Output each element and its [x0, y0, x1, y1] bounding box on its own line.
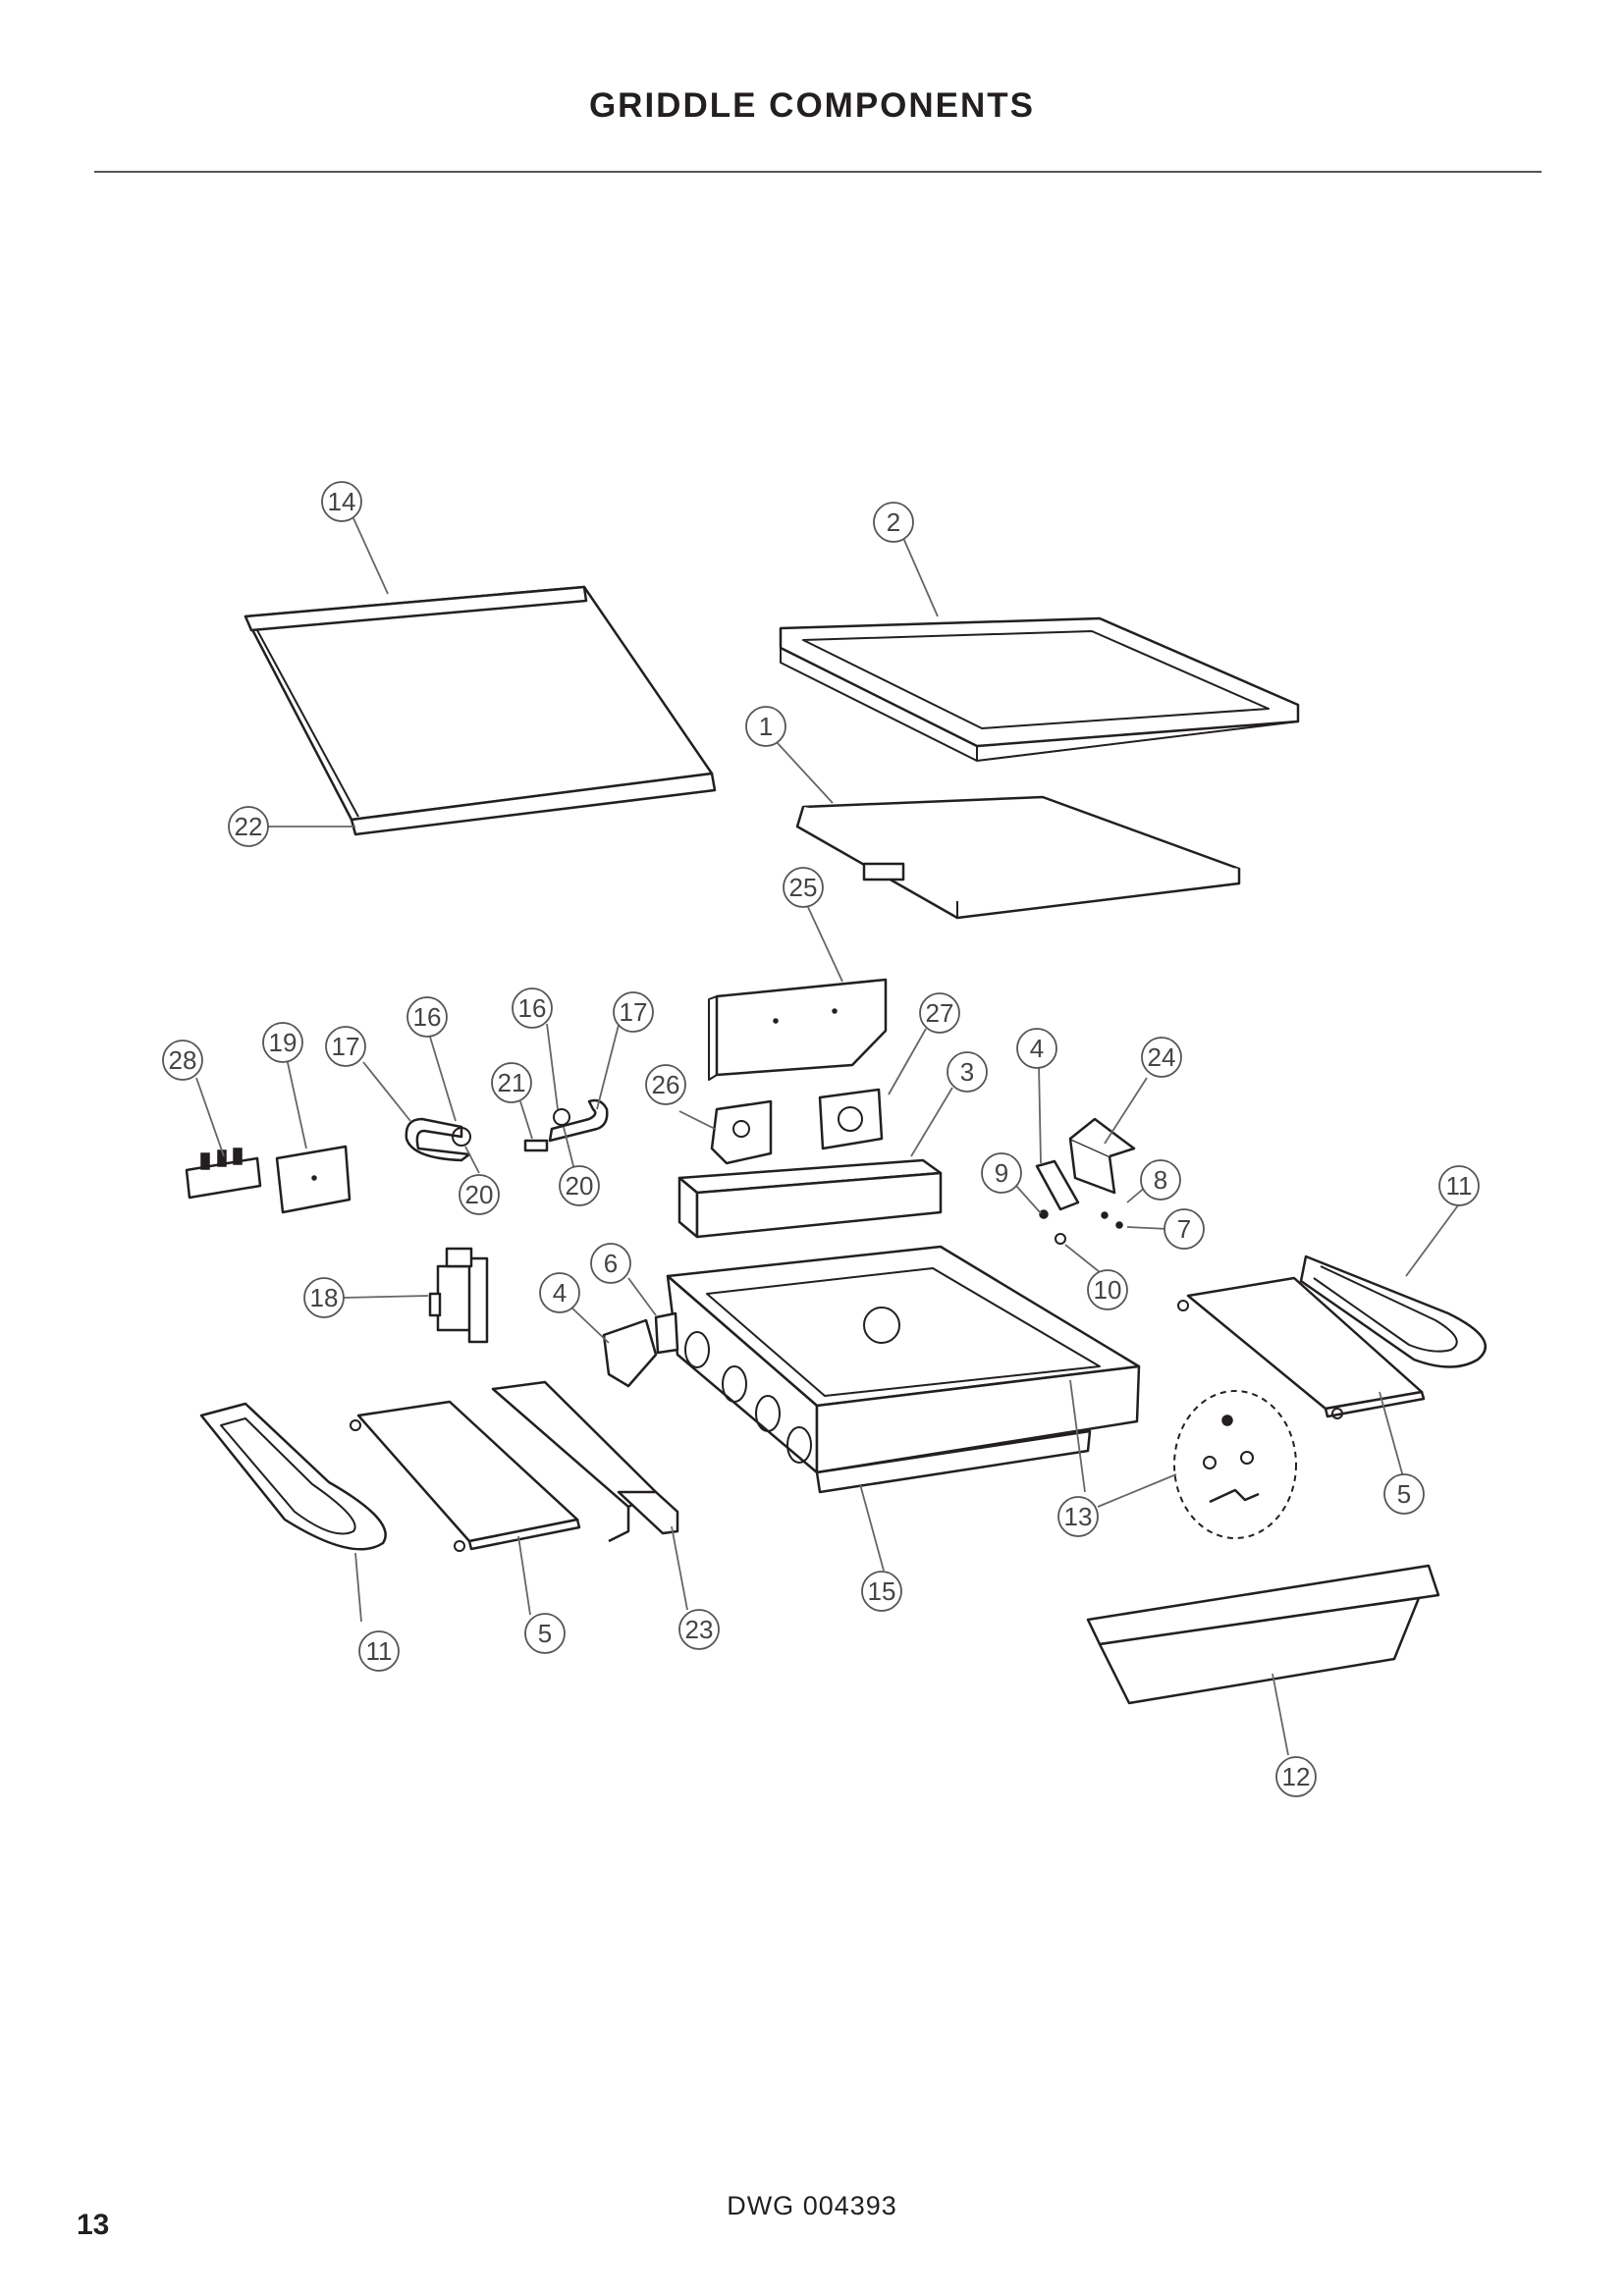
callout-11a: 11: [1438, 1165, 1480, 1206]
svg-text:19: 19: [269, 1028, 298, 1057]
burner-left-part: [199, 1402, 387, 1551]
callout-25: 25: [783, 867, 824, 908]
callout-27: 27: [919, 992, 960, 1034]
header-divider: [94, 171, 1542, 173]
heat-shield-part: [708, 978, 888, 1081]
firebox-part: [666, 1245, 1141, 1494]
svg-text:22: 22: [235, 812, 263, 841]
igniter-module-part: [1035, 1117, 1136, 1245]
callout-11b: 11: [358, 1630, 400, 1672]
svg-text:24: 24: [1148, 1042, 1176, 1072]
svg-text:16: 16: [413, 1002, 442, 1032]
svg-text:10: 10: [1094, 1275, 1122, 1305]
bracket-26-part: [710, 1099, 773, 1165]
griddle-tray-part: [795, 795, 1241, 920]
callout-20a: 20: [459, 1174, 500, 1215]
callout-26: 26: [645, 1064, 686, 1105]
svg-text:3: 3: [960, 1057, 974, 1087]
svg-text:27: 27: [926, 998, 954, 1028]
svg-text:11: 11: [1446, 1171, 1473, 1201]
callout-14: 14: [321, 481, 362, 522]
svg-text:18: 18: [310, 1283, 339, 1312]
terminal-block-part: [185, 1148, 262, 1200]
svg-text:6: 6: [604, 1249, 618, 1278]
callout-12: 12: [1275, 1756, 1317, 1797]
svg-text:28: 28: [169, 1045, 197, 1075]
svg-text:15: 15: [868, 1576, 896, 1606]
callout-3: 3: [947, 1051, 988, 1093]
burner-bracket-right-part: [1177, 1276, 1426, 1419]
fastener-detail-part: [1173, 1390, 1297, 1539]
callout-6: 6: [590, 1243, 631, 1284]
callout-1: 1: [745, 706, 786, 747]
front-channel-part: [677, 1158, 943, 1239]
svg-text:1: 1: [759, 712, 773, 741]
svg-text:14: 14: [328, 487, 356, 516]
griddle-plate-part: [244, 585, 717, 836]
mounting-plate-part: [275, 1145, 352, 1214]
svg-text:26: 26: [652, 1070, 680, 1099]
callout-19: 19: [262, 1022, 303, 1063]
svg-text:5: 5: [538, 1619, 552, 1648]
callout-5b: 5: [524, 1613, 566, 1654]
svg-text:20: 20: [566, 1171, 594, 1201]
page-title: GRIDDLE COMPONENTS: [588, 86, 1036, 125]
svg-text:4: 4: [1030, 1034, 1044, 1063]
callout-20b: 20: [559, 1165, 600, 1206]
svg-text:25: 25: [789, 873, 818, 902]
svg-text:2: 2: [887, 507, 900, 537]
callout-9: 9: [981, 1152, 1022, 1194]
callout-15: 15: [861, 1571, 902, 1612]
callout-4a: 4: [1016, 1028, 1057, 1069]
svg-text:16: 16: [518, 993, 547, 1023]
svg-text:23: 23: [685, 1615, 714, 1644]
callout-28: 28: [162, 1040, 203, 1081]
gas-tube-left-part: [405, 1117, 471, 1162]
svg-text:5: 5: [1397, 1479, 1411, 1509]
drawing-number: DWG 004393: [727, 2191, 897, 2220]
callout-13: 13: [1057, 1496, 1099, 1537]
svg-text:9: 9: [995, 1158, 1008, 1188]
callout-22: 22: [228, 806, 269, 847]
surround-frame-part: [779, 616, 1300, 762]
callout-23: 23: [678, 1609, 720, 1650]
callout-16a: 16: [406, 996, 448, 1038]
svg-text:8: 8: [1154, 1165, 1167, 1195]
bracket-27-part: [818, 1088, 884, 1150]
callout-16b: 16: [512, 988, 553, 1029]
callout-7: 7: [1164, 1208, 1205, 1250]
callout-21: 21: [491, 1062, 532, 1103]
burner-bracket-left-part: [350, 1400, 581, 1552]
burner-right-part: [1299, 1255, 1488, 1368]
svg-text:12: 12: [1282, 1762, 1311, 1791]
front-trim-part: [1086, 1564, 1440, 1705]
channel-bracket-part: [491, 1380, 679, 1543]
leader-lines: [195, 517, 1459, 1756]
callout-17b: 17: [613, 991, 654, 1033]
callout-5a: 5: [1383, 1473, 1425, 1515]
callout-18: 18: [303, 1277, 345, 1318]
callout-2: 2: [873, 502, 914, 543]
callout-8: 8: [1140, 1159, 1181, 1201]
callout-17a: 17: [325, 1026, 366, 1067]
svg-text:11: 11: [366, 1636, 393, 1666]
callout-10: 10: [1087, 1269, 1128, 1310]
valve-bracket-part: [602, 1311, 679, 1388]
svg-text:13: 13: [1064, 1502, 1093, 1531]
svg-text:20: 20: [465, 1180, 494, 1209]
svg-text:21: 21: [498, 1068, 526, 1097]
svg-text:7: 7: [1177, 1214, 1191, 1244]
callout-24: 24: [1141, 1037, 1182, 1078]
page-number: 13: [77, 2209, 110, 2241]
gas-tube-right-part: [523, 1098, 609, 1152]
gas-valve-part: [428, 1247, 489, 1344]
svg-text:17: 17: [332, 1032, 360, 1061]
callout-4b: 4: [539, 1272, 580, 1313]
svg-text:4: 4: [553, 1278, 567, 1308]
svg-text:17: 17: [620, 997, 648, 1027]
